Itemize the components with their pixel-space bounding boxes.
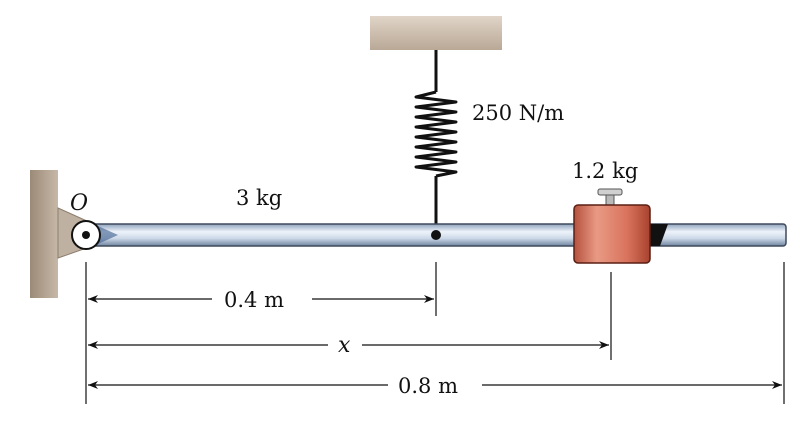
- label-spring-distance: 0.4 m: [224, 288, 284, 312]
- pivot-pin-center: [82, 231, 90, 239]
- spring-attachment-point: [431, 230, 441, 240]
- label-slider-distance: x: [338, 333, 351, 358]
- label-pivot: O: [70, 191, 88, 216]
- wall: [30, 170, 58, 298]
- label-rod-mass: 3 kg: [236, 186, 282, 210]
- spring-coils: [414, 90, 458, 178]
- label-spring-constant: 250 N/m: [472, 101, 564, 125]
- label-slider-mass: 1.2 kg: [572, 159, 638, 183]
- slider-knob-cap: [597, 188, 623, 196]
- slider-block: [573, 204, 651, 264]
- ceiling-support: [370, 16, 502, 50]
- rod-left-tip: [98, 226, 118, 244]
- label-rod-length: 0.8 m: [398, 374, 458, 398]
- slider-shadow: [650, 224, 668, 246]
